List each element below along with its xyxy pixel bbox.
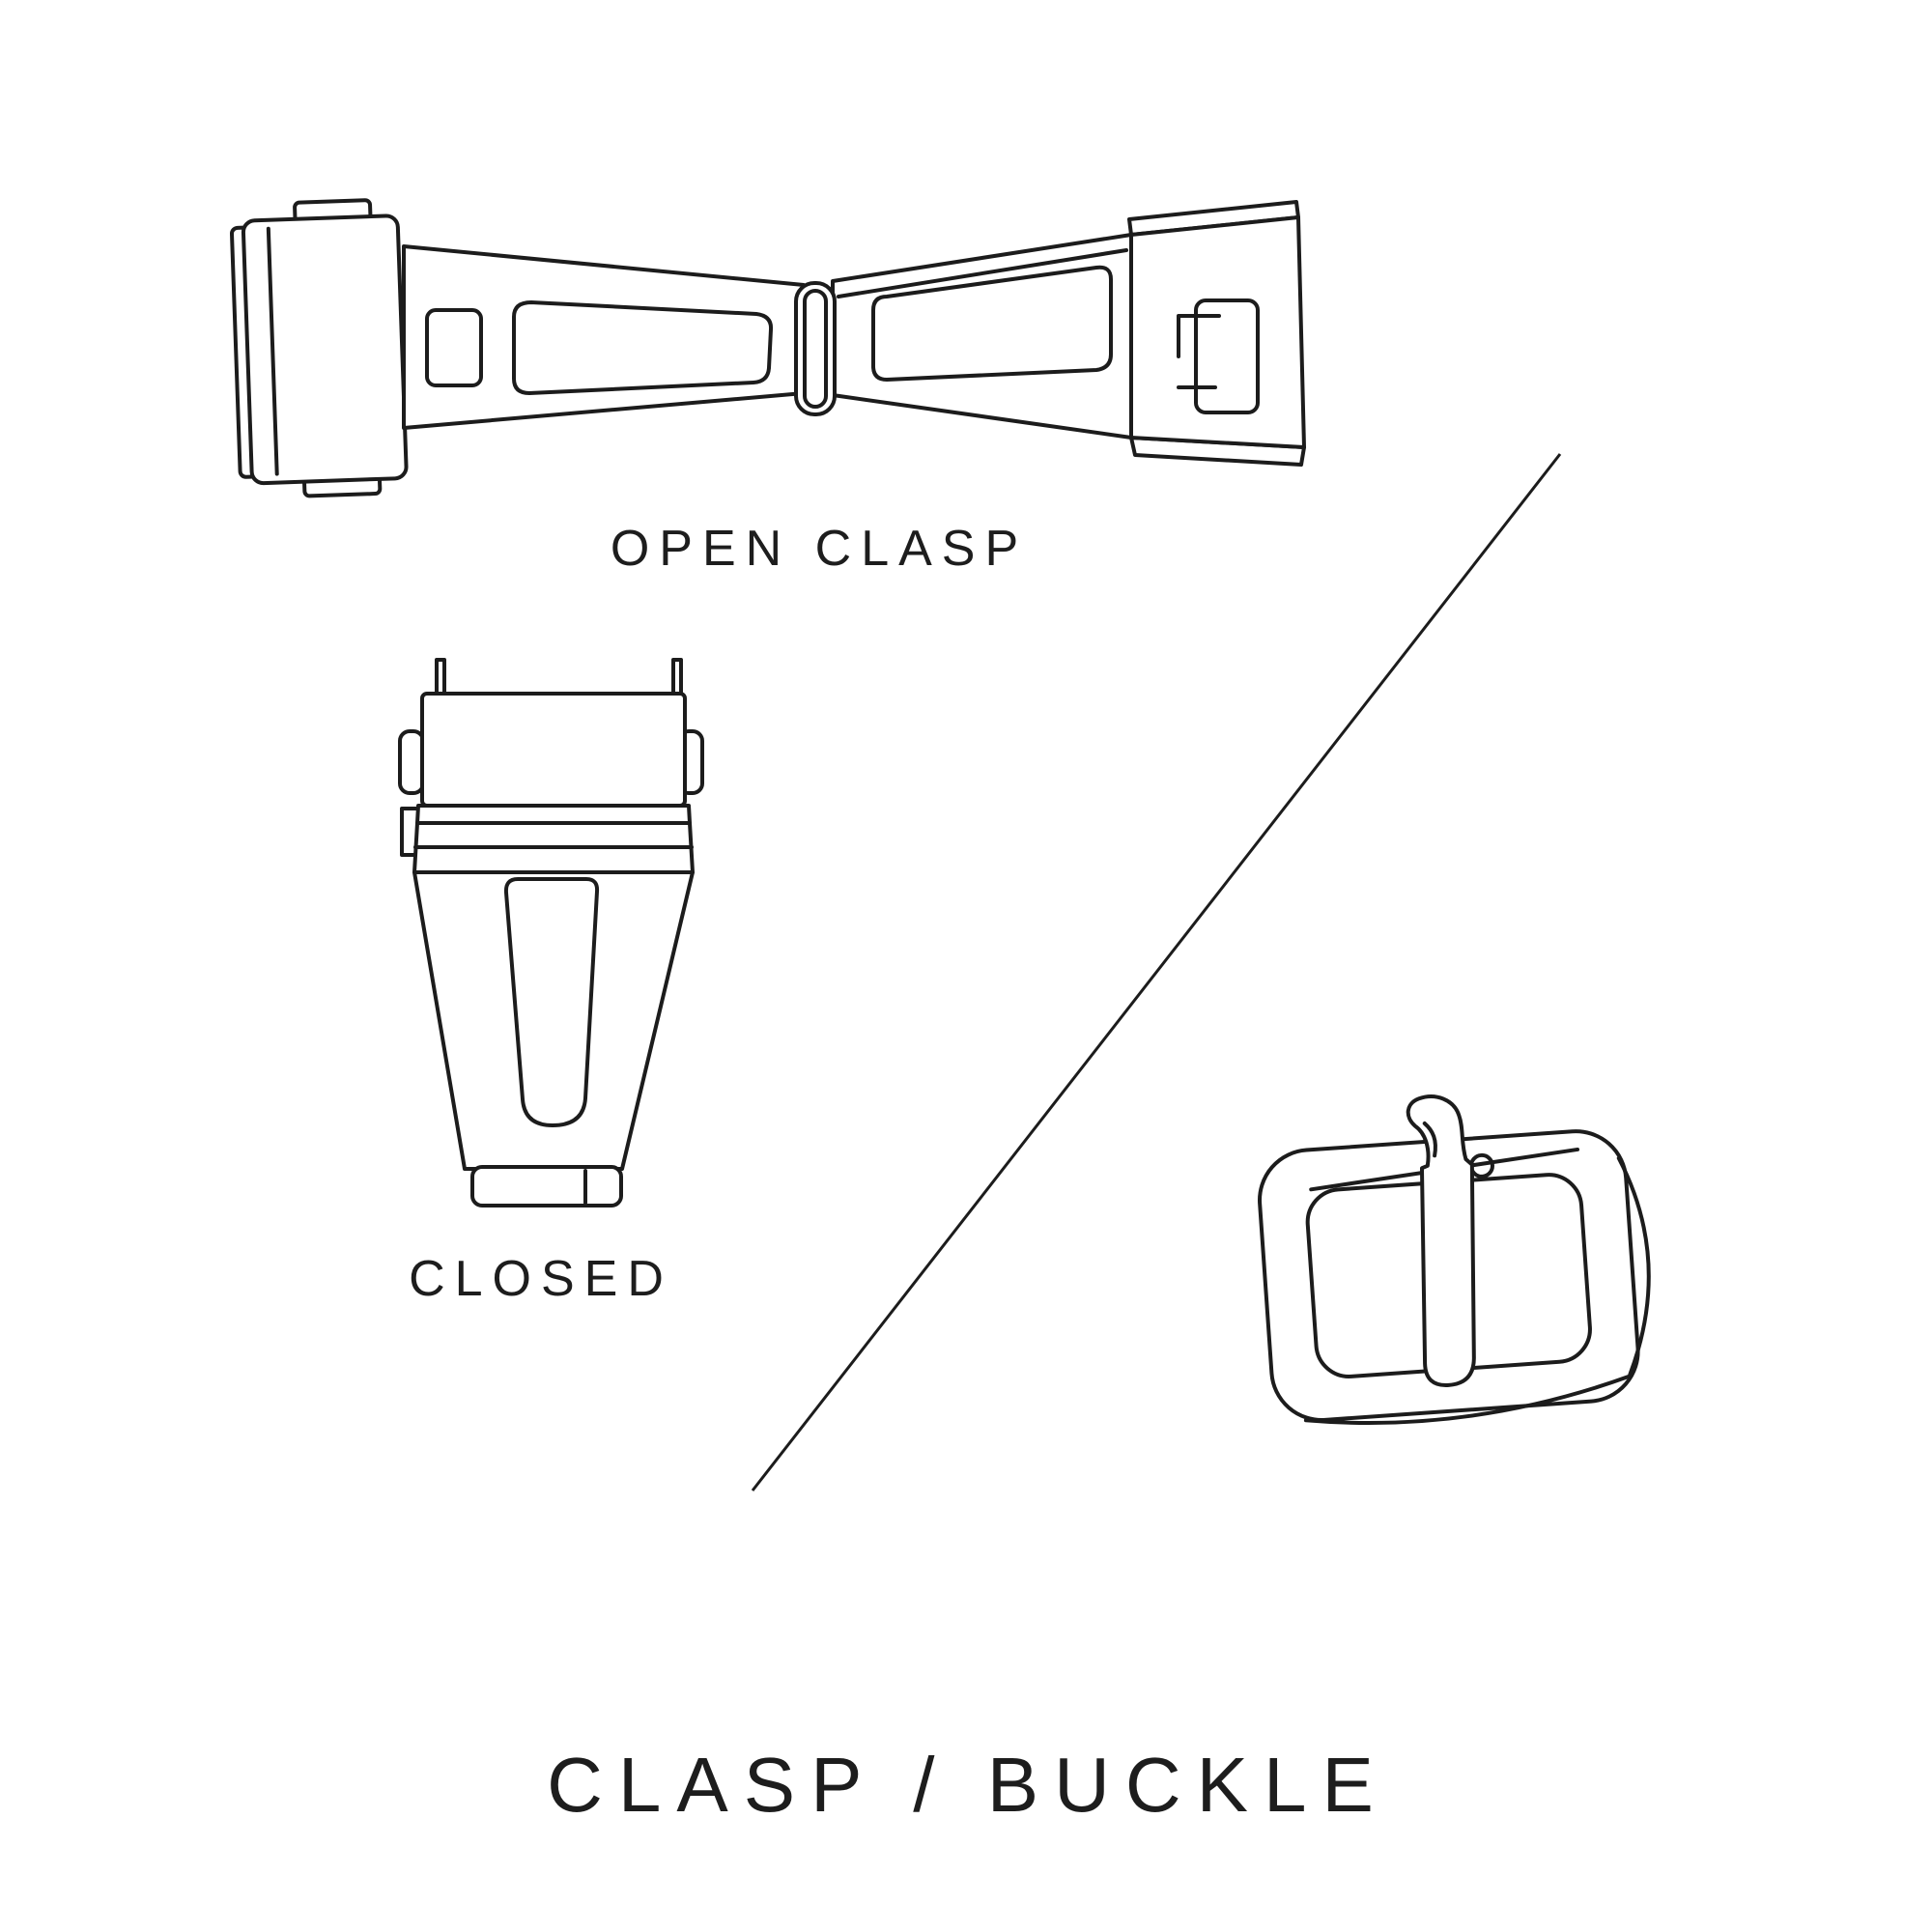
buckle-prong: [1406, 1094, 1476, 1387]
closed-clasp-top-box: [420, 692, 687, 808]
open-clasp-right-arm: [831, 200, 1306, 467]
page-title: CLASP / BUCKLE: [547, 1742, 1389, 1828]
open-clasp-left-arm: [402, 244, 806, 430]
closed-clasp-caption: CLOSED: [409, 1251, 673, 1307]
open-clasp-caption: OPEN CLASP: [610, 521, 1029, 577]
closed-deployant-clasp-drawing: [398, 658, 704, 1208]
closed-clasp-body: [412, 870, 695, 1171]
open-clasp-left-endlink: [230, 198, 409, 498]
tang-buckle-drawing: [1258, 1094, 1651, 1425]
open-clasp-center-hinge: [794, 281, 837, 416]
closed-clasp-foot: [470, 1165, 623, 1208]
open-clasp-drawing: [230, 198, 1306, 498]
closed-clasp-bands: [412, 804, 695, 874]
